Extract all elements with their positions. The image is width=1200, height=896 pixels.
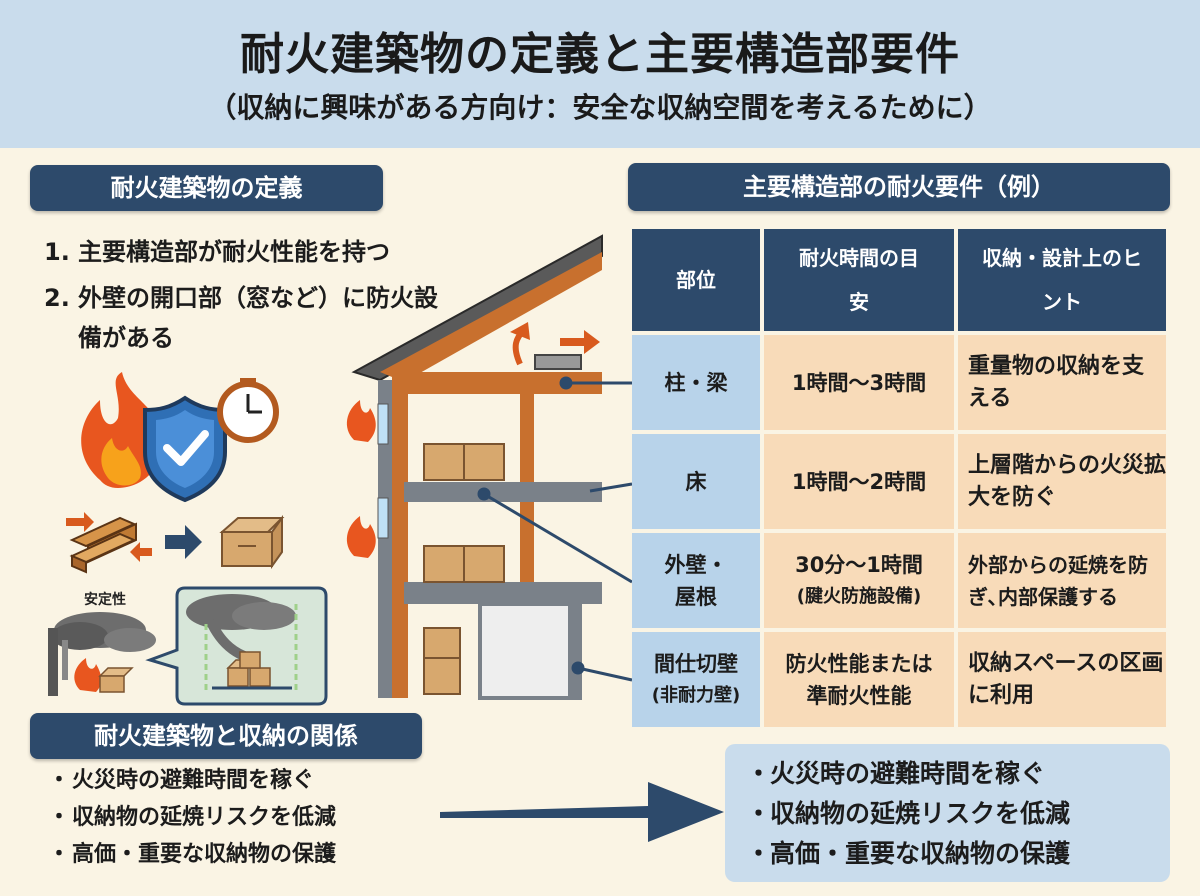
- list-item: ・高価・重要な収納物の保護: [48, 842, 337, 867]
- row-time: 防火性能または準耐火性能: [764, 632, 954, 727]
- list-item-text: 火災時の避難時間を稼ぐ: [72, 768, 315, 793]
- relation-summary-list: ・火災時の避難時間を稼ぐ ・収納物の延焼リスクを低減 ・高価・重要な収納物の保護: [746, 754, 1070, 874]
- row-part: 柱・梁: [632, 335, 760, 430]
- clock-icon: [217, 378, 279, 443]
- row-hint: 収納スペースの区画に利用: [958, 632, 1166, 727]
- cardboard-box-icon: [219, 514, 285, 570]
- list-item: ・火災時の避難時間を稼ぐ: [746, 759, 1046, 788]
- row-time: 1時間〜3時間: [764, 335, 954, 430]
- list-item-text: 高価・重要な収納物の保護: [72, 842, 337, 867]
- list-item: ・収納物の延焼リスクを低減: [746, 799, 1071, 828]
- definition-item-number: 2.: [44, 284, 70, 312]
- row-part-note: (非耐力壁): [651, 684, 741, 706]
- exterior-fire-icon: [346, 400, 376, 558]
- row-hint: 上層階からの火災拡大を防ぐ: [958, 434, 1166, 529]
- column-header-time: 耐火時間の目安: [764, 229, 954, 331]
- pipe-icon: [48, 628, 68, 696]
- definition-item-text: 外壁の開口部（窓など）に防火設備がある: [78, 284, 438, 352]
- relation-summary-box: [725, 744, 1170, 882]
- list-item-text: 火災時の避難時間を稼ぐ: [770, 759, 1046, 788]
- definition-heading: 耐火建築物の定義: [30, 165, 383, 211]
- relation-list: ・火災時の避難時間を稼ぐ ・収納物の延焼リスクを低減 ・高価・重要な収納物の保護: [48, 762, 336, 873]
- definition-list: 1. 主要構造部が耐火性能を持つ 2. 外壁の開口部（窓など）に防火設備がある: [44, 232, 484, 358]
- roof-arrows: [510, 322, 600, 366]
- steel-beam-icon: [69, 516, 137, 574]
- building-cross-section: [351, 234, 603, 700]
- title-band: 耐火建築物の定義と主要構造部要件 （収納に興味がある方向け：安全な収納空間を考え…: [0, 0, 1200, 148]
- row-time: 30分〜1時間 (腱火防施設備): [764, 533, 954, 628]
- column-header-hint: 収納・設計上のヒント: [958, 229, 1166, 331]
- page-subtitle: （収納に興味がある方向け：安全な収納空間を考えるために）: [208, 91, 992, 124]
- table-row: 柱・梁 1時間〜3時間 重量物の収納を支える: [632, 335, 1166, 430]
- requirements-table: 部位 耐火時間の目安 収納・設計上のヒント 柱・梁 1時間〜3時間 重量物の収納…: [628, 225, 1170, 731]
- column-header-part: 部位: [632, 229, 760, 331]
- table-row: 間仕切壁 (非耐力壁) 防火性能または準耐火性能 収納スペースの区画に利用: [632, 632, 1166, 727]
- list-item-text: 高価・重要な収納物の保護: [770, 839, 1071, 868]
- table-row: 外壁・屋根 30分〜1時間 (腱火防施設備) 外部からの延焼を防ぎ､内部保護する: [632, 533, 1166, 628]
- row-part: 外壁・屋根: [632, 533, 760, 628]
- page-title: 耐火建築物の定義と主要構造部要件: [240, 29, 960, 80]
- row-hint: 重量物の収納を支える: [958, 335, 1166, 430]
- zoom-bubble: [145, 586, 328, 706]
- definition-item-number: 1.: [44, 238, 70, 266]
- arrow-right-big-icon: [440, 782, 724, 842]
- table-row: 床 1時間〜2時間 上層階からの火災拡大を防ぐ: [632, 434, 1166, 529]
- definition-item-text: 主要構造部が耐火性能を持つ: [78, 238, 390, 266]
- row-time-note: (腱火防施設備): [796, 585, 922, 607]
- requirements-heading: 主要構造部の耐火要件（例）: [628, 163, 1170, 211]
- relation-heading: 耐火建築物と収納の関係: [30, 713, 422, 759]
- definition-item-2: 2. 外壁の開口部（窓など）に防火設備がある: [44, 278, 454, 358]
- arrow-icon: [66, 512, 152, 562]
- small-box-icon: [98, 667, 134, 693]
- small-fire-icon: [74, 658, 102, 692]
- arrow-right-icon: [165, 525, 202, 559]
- list-item: ・収納物の延焼リスクを低減: [48, 805, 337, 830]
- list-item: ・火災時の避難時間を稼ぐ: [48, 768, 315, 793]
- list-item-text: 収納物の延焼リスクを低減: [770, 799, 1071, 828]
- list-item-text: 収納物の延焼リスクを低減: [72, 805, 337, 830]
- shield-check-icon: [143, 395, 227, 503]
- list-item: ・高価・重要な収納物の保護: [746, 839, 1071, 868]
- row-part: 床: [632, 434, 760, 529]
- fire-icon: [81, 372, 163, 488]
- definition-item-1: 1. 主要構造部が耐火性能を持つ: [44, 232, 484, 272]
- callout-lines: [477, 376, 633, 682]
- table-header-row: 部位 耐火時間の目安 収納・設計上のヒント: [632, 229, 1166, 331]
- row-part: 間仕切壁 (非耐力壁): [632, 632, 760, 727]
- row-time: 1時間〜2時間: [764, 434, 954, 529]
- row-hint: 外部からの延焼を防ぎ､内部保護する: [958, 533, 1166, 628]
- stability-label: 安定性: [84, 591, 126, 608]
- row-part-main: 間仕切壁: [654, 651, 738, 676]
- row-time-main: 30分〜1時間: [795, 552, 923, 577]
